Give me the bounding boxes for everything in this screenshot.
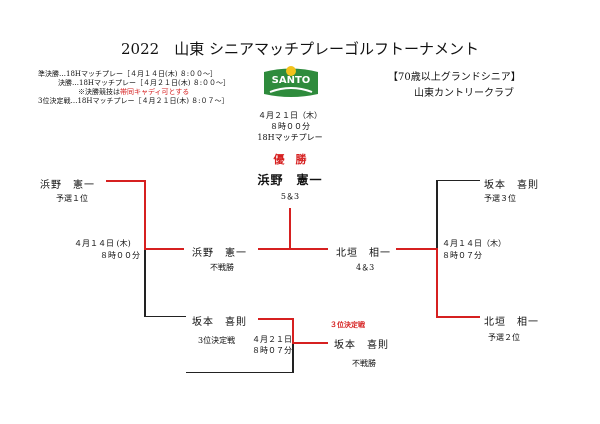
category-label: 【70歳以上グランドシニア】 [388,72,521,83]
schedule-semi: 準決勝…18Hマッチプレー［４月１４日(木) ８:００～］ [38,70,218,78]
club-name: 山東カントリークラブ [414,88,514,99]
right-match-date: ４月１４日（木） [442,239,506,248]
santo-logo: SANTO [262,64,320,98]
left-player-1-note: 予選１位 [56,194,88,203]
right-winner: 北垣 相一 [336,248,391,259]
third-winner-note: 不戦勝 [352,359,376,368]
center-vertical-line [289,208,291,249]
final-format: 18Hマッチプレー [257,133,323,142]
schedule-final: 決勝…18Hマッチプレー［４月２１日(木) ８:００～］ [58,79,231,87]
right-top-line [436,180,480,181]
svg-text:SANTO: SANTO [272,75,311,86]
third-lower-vertical [292,344,294,372]
schedule-note-red: 帯同キャディ可とする [120,88,190,96]
third-label: 3位決定戦 [198,336,236,345]
final-time: ８時００分 [270,122,310,131]
right-match-time: ８時０７分 [442,251,482,260]
right-winner-note: 4＆3 [356,263,375,272]
schedule-third: 3位決定戦…18Hマッチプレー［４月２１日(木) ８:０７～］ [38,97,229,105]
third-player: 坂本 喜則 [192,317,247,328]
left-lower-vertical [144,250,146,316]
center-line [258,248,328,250]
schedule-note: ※決勝競技は帯同キャディ可とする [78,88,190,96]
right-player-2: 北垣 相一 [484,317,539,328]
right-player-2-note: 予選２位 [488,333,520,342]
third-bottom-line [186,372,294,373]
left-join-line [144,248,184,250]
right-join-line [396,248,438,250]
right-bottom-line [436,316,480,318]
right-player-1: 坂本 喜則 [484,180,539,191]
left-match-time: ８時００分 [100,251,140,260]
left-winner-note: 不戦勝 [210,263,234,272]
right-lower-vertical [436,248,438,318]
third-vertical-line [292,318,294,344]
third-date: ４月２１日 [252,335,292,344]
left-lower-line [144,316,186,317]
winner-label: 優 勝 [273,153,307,166]
third-red-label: ３位決定戦 [330,320,365,329]
final-info: ４月２１日（木） ８時００分 18Hマッチプレー [230,110,350,143]
right-upper-vertical [436,180,438,249]
third-winner: 坂本 喜則 [334,340,389,351]
right-player-1-note: 予選３位 [484,194,516,203]
final-score: 5＆3 [280,192,300,201]
final-date: ４月２１日（木） [258,111,322,120]
page-title: 2022 山東 シニアマッチプレーゴルフトーナメント [121,40,479,58]
third-join-line [292,342,328,344]
left-player-1: 浜野 憲一 [40,180,95,191]
third-top-line [258,318,294,320]
champion-name: 浜野 憲一 [257,173,323,187]
third-time: ８時０７分 [252,346,292,355]
schedule-block: 準決勝…18Hマッチプレー［４月１４日(木) ８:００～］ 決勝…18Hマッチプ… [38,70,230,106]
left-top-line [106,180,146,182]
left-match-date: ４月１４日 (木) [74,239,131,248]
left-vertical-line [144,180,146,250]
left-winner: 浜野 憲一 [192,248,247,259]
